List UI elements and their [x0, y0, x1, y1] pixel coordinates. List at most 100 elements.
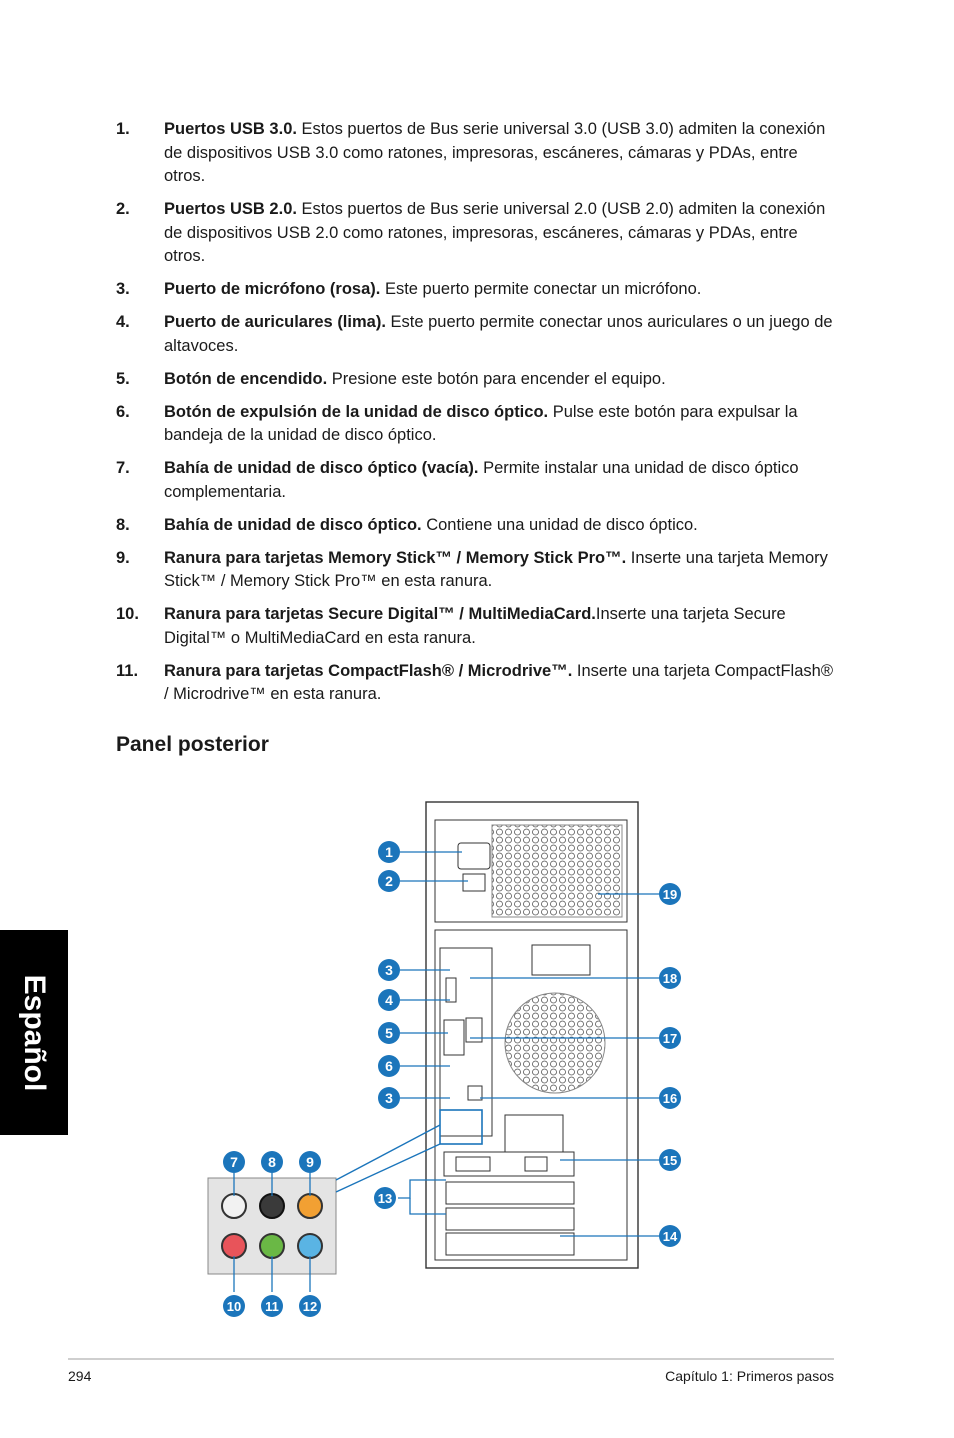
- list-item: 6. Botón de expulsión de la unidad de dis…: [116, 401, 836, 448]
- svg-text:9: 9: [306, 1154, 314, 1170]
- item-number: 11.: [116, 661, 139, 680]
- item-text: Contiene una unidad de disco óptico.: [421, 515, 698, 534]
- item-number: 2.: [116, 200, 130, 218]
- item-title: Ranura para tarjetas Memory Stick™ / Mem…: [164, 548, 627, 567]
- svg-text:8: 8: [268, 1154, 276, 1170]
- item-title: Ranura para tarjetas Secure Digital™ / M…: [164, 605, 596, 623]
- svg-text:19: 19: [663, 887, 677, 902]
- chapter-title: Capítulo 1: Primeros pasos: [665, 1368, 834, 1384]
- svg-text:17: 17: [663, 1031, 677, 1046]
- vga-port: [465, 1017, 483, 1043]
- callout-15: 15: [659, 1149, 681, 1171]
- callout-12: 12: [299, 1295, 321, 1317]
- audio-jack-white: [221, 1193, 247, 1219]
- power-socket: [457, 842, 491, 870]
- list-item: 1. Puertos USB 3.0. Estos puertos de Bus …: [116, 118, 836, 189]
- audio-port-group: [439, 1109, 483, 1145]
- item-title: Puerto de micrófono (rosa).: [164, 280, 381, 298]
- item-text: Este puerto permite conectar unos auricu…: [164, 313, 833, 355]
- list-item: 11. Ranura para tarjetas CompactFlash® / …: [116, 660, 836, 707]
- callout-17: 17: [659, 1027, 681, 1049]
- svg-text:7: 7: [230, 1154, 238, 1170]
- item-text: Inserte una tarjeta Secure Digital™ o Mu…: [164, 605, 786, 647]
- item-number: 10.: [116, 605, 139, 623]
- callout-10: 10: [223, 1295, 245, 1317]
- item-text: Permite instalar una unidad de disco ópt…: [164, 459, 799, 501]
- item-title: Botón de expulsión de la unidad de disco…: [164, 402, 549, 421]
- svg-text:11: 11: [265, 1299, 279, 1314]
- audio-jack-orange: [297, 1193, 323, 1219]
- item-title: Botón de encendido.: [164, 369, 328, 388]
- item-text: Presione este botón para encender el equ…: [327, 369, 666, 388]
- callout-markers: 1 2 3 4 5 6 3 7 8 9 10 11 12 13 14 15 16…: [223, 841, 681, 1317]
- lan-port: [467, 1085, 483, 1101]
- callout-2: 2: [378, 870, 400, 892]
- svg-text:16: 16: [663, 1091, 677, 1106]
- svg-text:3: 3: [385, 962, 393, 978]
- item-text: Estos puertos de Bus serie universal 3.0…: [164, 120, 826, 185]
- audio-detail-panel: [207, 1124, 441, 1275]
- item-text: Inserte una tarjeta CompactFlash® / Micr…: [164, 661, 833, 704]
- list-item: 9. Ranura para tarjetas Memory Stick™ / M…: [116, 547, 836, 594]
- callout-7: 7: [223, 1151, 245, 1173]
- expansion-slot: [445, 1207, 575, 1231]
- svg-text:10: 10: [227, 1299, 241, 1314]
- callout-6: 6: [378, 1055, 400, 1077]
- feature-list: 1. Puertos USB 3.0. Estos puertos de Bus …: [116, 118, 836, 716]
- expansion-slot: [445, 1181, 575, 1205]
- svg-text:4: 4: [385, 992, 393, 1008]
- list-item: 3. Puerto de micrófono (rosa). Este puert…: [116, 278, 836, 302]
- item-number: 7.: [116, 459, 130, 477]
- item-number: 6.: [116, 402, 130, 421]
- item-number: 9.: [116, 548, 130, 567]
- callout-8: 8: [261, 1151, 283, 1173]
- list-item: 5.Botón de encendido. Presione este botó…: [116, 368, 836, 392]
- page-number: 294: [68, 1368, 92, 1384]
- item-text: Pulse este botón para expulsar la bandej…: [164, 402, 798, 445]
- leader-lines: [233, 851, 660, 1292]
- svg-text:18: 18: [663, 971, 677, 986]
- svg-text:15: 15: [663, 1153, 677, 1168]
- callout-3: 3: [378, 959, 400, 981]
- svg-text:3: 3: [385, 1090, 393, 1106]
- item-title: Ranura para tarjetas CompactFlash® / Mic…: [164, 661, 573, 680]
- chassis-outline: [425, 801, 639, 1269]
- callout-1: 1: [378, 841, 400, 863]
- callout-9: 9: [299, 1151, 321, 1173]
- item-title: Bahía de unidad de disco óptico.: [164, 515, 422, 534]
- svg-text:14: 14: [663, 1229, 678, 1244]
- item-title: Puertos USB 3.0.: [164, 120, 297, 138]
- item-title: Bahía de unidad de disco óptico (vacía).: [164, 459, 479, 477]
- item-number: 1.: [116, 120, 130, 138]
- psu-fan-grille: [491, 824, 623, 918]
- usb-ports: [445, 977, 457, 1003]
- item-number: 8.: [116, 515, 130, 534]
- voltage-switch: [462, 873, 486, 892]
- callout-14: 14: [659, 1225, 681, 1247]
- callout-18: 18: [659, 967, 681, 989]
- audio-jack-lime: [259, 1233, 285, 1259]
- expansion-slot: [445, 1232, 575, 1256]
- callout-13: 13: [374, 1187, 396, 1209]
- item-title: Puerto de auriculares (lima).: [164, 313, 386, 331]
- svg-text:5: 5: [385, 1025, 393, 1041]
- svg-text:12: 12: [303, 1299, 317, 1314]
- item-number: 4.: [116, 313, 130, 331]
- callout-11: 11: [261, 1295, 283, 1317]
- list-item: 10. Ranura para tarjetas Secure Digital™ …: [116, 603, 836, 650]
- rear-panel-diagram: 1 2 3 4 5 6 3 7 8 9 10 11 12 13 14 15 16…: [207, 801, 681, 1317]
- rear-fan-grille: [504, 992, 606, 1094]
- item-number: 3.: [116, 280, 130, 298]
- list-item: 2.Puertos USB 2.0. Estos puertos de Bus …: [116, 198, 836, 269]
- item-text: Estos puertos de Bus serie universal 2.0…: [164, 200, 826, 265]
- dvi-port: [443, 1019, 465, 1056]
- callout-4: 4: [378, 989, 400, 1011]
- svg-text:13: 13: [378, 1191, 392, 1206]
- item-text: Inserte una tarjeta Memory Stick™ / Memo…: [164, 548, 828, 591]
- footer-divider: [68, 1358, 834, 1360]
- callout-5: 5: [378, 1022, 400, 1044]
- callout-19: 19: [659, 883, 681, 905]
- svg-text:2: 2: [385, 873, 393, 889]
- list-item: 4. Puerto de auriculares (lima). Este pue…: [116, 311, 836, 358]
- item-text: Este puerto permite conectar un micrófon…: [380, 280, 702, 298]
